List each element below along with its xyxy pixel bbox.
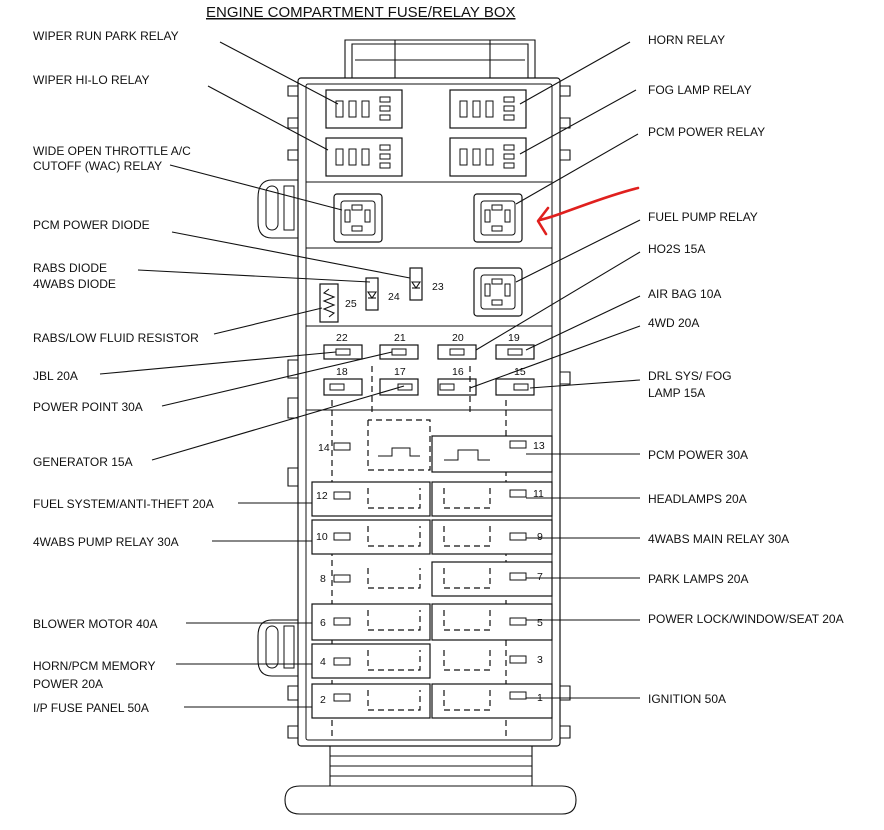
label-power-lock: POWER LOCK/WINDOW/SEAT 20A: [648, 612, 844, 626]
position-7: 7: [537, 571, 543, 583]
position-22: 22: [336, 332, 348, 344]
leader-lines-left: [99, 41, 411, 708]
position-15: 15: [514, 366, 526, 378]
label-4wabs-main: 4WABS MAIN RELAY 30A: [648, 532, 789, 546]
position-14: 14: [318, 442, 330, 454]
red-arrow-annotation: [536, 186, 640, 236]
label-4wd: 4WD 20A: [648, 316, 699, 330]
relay-fog-lamp: [449, 137, 527, 177]
resistor-25: 25: [319, 283, 357, 323]
label-rabs-resistor: RABS/LOW FLUID RESISTOR: [33, 331, 199, 345]
label-pcm-power-diode: PCM POWER DIODE: [33, 218, 150, 232]
position-4: 4: [320, 656, 326, 668]
label-blower: BLOWER MOTOR 40A: [33, 617, 157, 631]
label-wiper-run-park: WIPER RUN PARK RELAY: [33, 29, 179, 43]
leader-lines-right: [469, 41, 641, 699]
label-rabs-diode-line1: RABS DIODE: [33, 261, 107, 275]
diagram-title: ENGINE COMPARTMENT FUSE/RELAY BOX: [206, 4, 516, 21]
label-air-bag: AIR BAG 10A: [648, 287, 721, 301]
fuses-large: 14 13 12 11 10 9 8 7 6 5: [311, 419, 553, 719]
position-10: 10: [316, 531, 328, 543]
relay-wiper-hi-lo: [325, 137, 403, 177]
position-5: 5: [537, 617, 543, 629]
label-horn-pcm-line1: HORN/PCM MEMORY: [33, 659, 155, 673]
position-8: 8: [320, 573, 326, 585]
label-generator: GENERATOR 15A: [33, 455, 133, 469]
label-ip-fuse-panel: I/P FUSE PANEL 50A: [33, 701, 149, 715]
label-fuel-system: FUEL SYSTEM/ANTI-THEFT 20A: [33, 497, 214, 511]
label-pcm-power-relay: PCM POWER RELAY: [648, 125, 765, 139]
label-fog-lamp-relay: FOG LAMP RELAY: [648, 83, 752, 97]
label-headlamps: HEADLAMPS 20A: [648, 492, 747, 506]
label-wiper-hi-lo: WIPER HI-LO RELAY: [33, 73, 149, 87]
position-17: 17: [394, 366, 406, 378]
position-25: 25: [345, 298, 357, 310]
position-11: 11: [533, 488, 544, 500]
label-fuel-pump-relay: FUEL PUMP RELAY: [648, 210, 758, 224]
labels-left: WIPER RUN PARK RELAY WIPER HI-LO RELAY W…: [33, 29, 214, 715]
position-20: 20: [452, 332, 464, 344]
label-jbl: JBL 20A: [33, 369, 78, 383]
position-13: 13: [533, 440, 545, 452]
labels-right: HORN RELAY FOG LAMP RELAY PCM POWER RELA…: [648, 33, 844, 706]
position-3: 3: [537, 654, 543, 666]
label-park-lamps: PARK LAMPS 20A: [648, 572, 749, 586]
label-rabs-diode-line2: 4WABS DIODE: [33, 277, 116, 291]
label-horn-pcm-line2: POWER 20A: [33, 677, 103, 691]
diode-24: 24: [365, 277, 400, 311]
position-16: 16: [452, 366, 464, 378]
position-24: 24: [388, 291, 400, 303]
label-4wabs-pump: 4WABS PUMP RELAY 30A: [33, 535, 179, 549]
label-pcm-power: PCM POWER 30A: [648, 448, 748, 462]
relay-pcm-power: [473, 193, 523, 243]
label-power-point: POWER POINT 30A: [33, 400, 143, 414]
position-12: 12: [316, 490, 328, 502]
position-18: 18: [336, 366, 348, 378]
position-19: 19: [508, 332, 520, 344]
position-6: 6: [320, 617, 326, 629]
position-2: 2: [320, 694, 326, 706]
label-ignition: IGNITION 50A: [648, 692, 726, 706]
relay-fuel-pump: [473, 267, 523, 317]
label-horn-relay: HORN RELAY: [648, 33, 725, 47]
label-wac-line1: WIDE OPEN THROTTLE A/C: [33, 144, 191, 158]
label-drl-line2: LAMP 15A: [648, 386, 705, 400]
position-21: 21: [394, 332, 406, 344]
diode-23: 23: [409, 267, 444, 301]
relay-wac: [333, 193, 383, 243]
relay-horn: [449, 89, 527, 129]
label-ho2s: HO2S 15A: [648, 242, 705, 256]
label-wac-line2: CUTOFF (WAC) RELAY: [33, 159, 162, 173]
position-23: 23: [432, 281, 444, 293]
label-drl-line1: DRL SYS/ FOG: [648, 369, 732, 383]
position-9: 9: [537, 531, 543, 543]
relay-wiper-run-park: [325, 89, 403, 129]
